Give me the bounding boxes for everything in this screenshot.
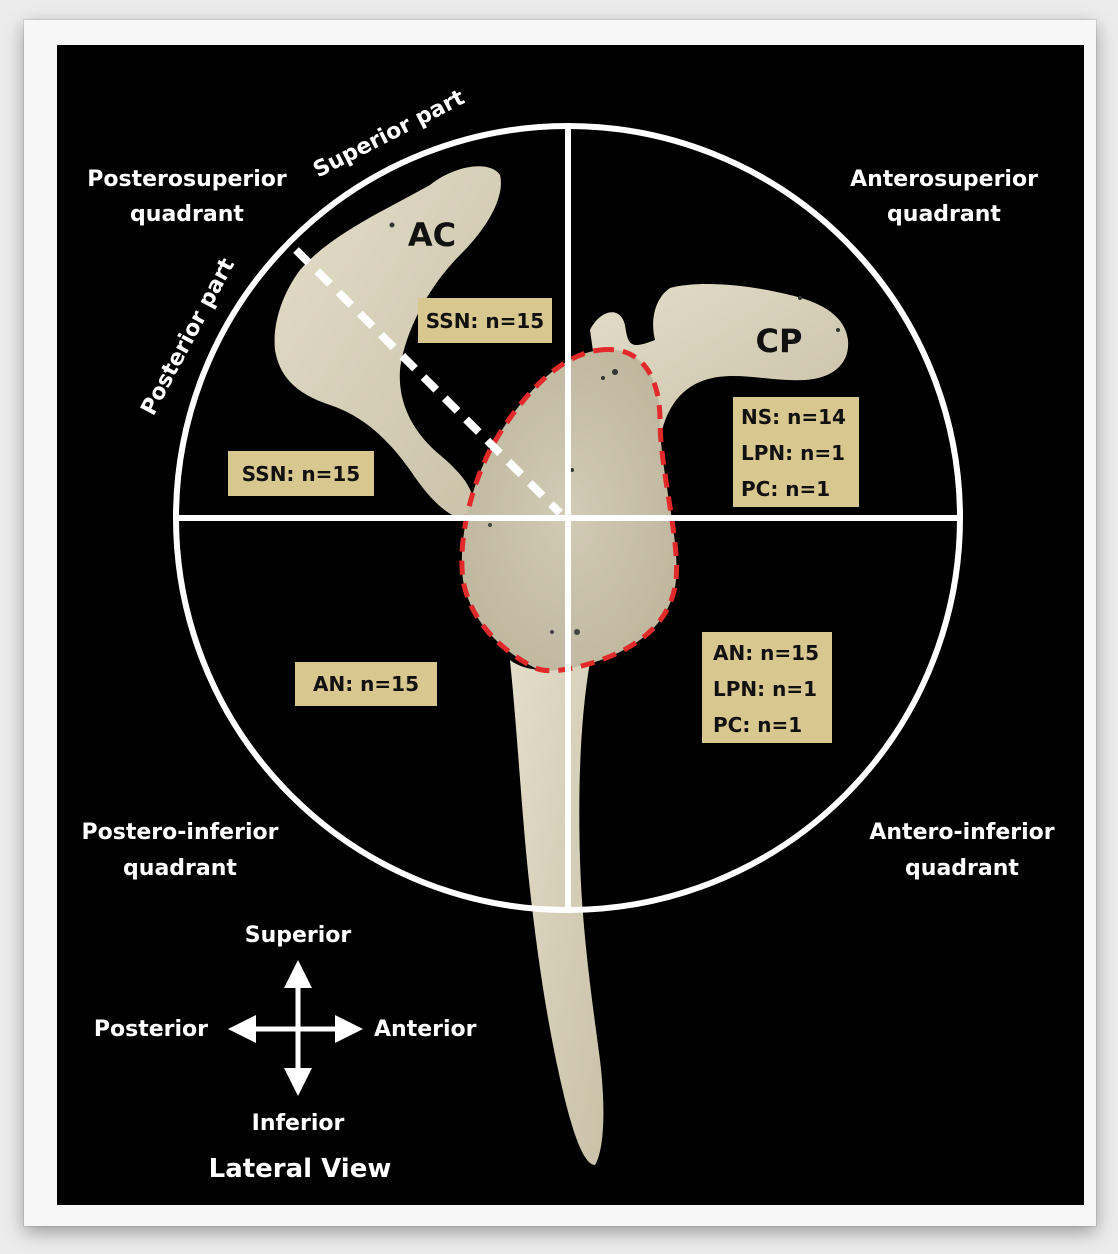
svg-text:Anterosuperior: Anterosuperior [850, 167, 1038, 192]
arrow-right-icon [335, 1015, 363, 1043]
svg-text:LPN: n=1: LPN: n=1 [741, 441, 845, 465]
box-ssn-posterior: SSN: n=15 [228, 451, 374, 496]
box-posteroinferior: AN: n=15 [295, 662, 437, 706]
box-anterosuperior: NS: n=14 LPN: n=1 PC: n=1 [733, 397, 859, 507]
arrow-left-icon [228, 1015, 256, 1043]
box-ssn-superior: SSN: n=15 [418, 298, 552, 343]
svg-text:NS: n=14: NS: n=14 [741, 405, 846, 429]
anterosuperior-quadrant-label: Anterosuperior quadrant [850, 167, 1038, 227]
anteroinferior-quadrant-label: Antero-inferior quadrant [869, 820, 1054, 881]
svg-text:Antero-inferior: Antero-inferior [869, 820, 1054, 845]
compass-anterior-label: Anterior [374, 1017, 477, 1042]
orientation-compass: Superior Inferior Posterior Anterior [94, 923, 477, 1136]
quadrant-circle [176, 126, 960, 910]
arrow-down-icon [284, 1068, 312, 1096]
arrow-up-icon [284, 960, 312, 988]
svg-text:PC: n=1: PC: n=1 [713, 713, 802, 737]
svg-text:SSN: n=15: SSN: n=15 [426, 309, 544, 333]
svg-text:SSN: n=15: SSN: n=15 [242, 462, 360, 486]
svg-text:Posterosuperior: Posterosuperior [87, 167, 287, 192]
svg-text:LPN: n=1: LPN: n=1 [713, 677, 817, 701]
compass-posterior-label: Posterior [94, 1017, 208, 1042]
posterosuperior-quadrant-label: Posterosuperior quadrant [87, 167, 287, 227]
svg-text:PC: n=1: PC: n=1 [741, 477, 830, 501]
posteroinferior-quadrant-label: Postero-inferior quadrant [82, 820, 279, 881]
compass-inferior-label: Inferior [252, 1111, 345, 1136]
coracoid-label: CP [756, 322, 803, 360]
view-title: Lateral View [209, 1154, 392, 1184]
box-anteroinferior: AN: n=15 LPN: n=1 PC: n=1 [702, 632, 832, 743]
svg-text:Postero-inferior: Postero-inferior [82, 820, 279, 845]
posterior-part-label: Posterior part [136, 254, 240, 420]
acromion-label: AC [408, 216, 456, 254]
svg-text:AN: n=15: AN: n=15 [313, 672, 419, 696]
svg-text:quadrant: quadrant [905, 856, 1019, 881]
svg-text:AN: n=15: AN: n=15 [713, 641, 819, 665]
svg-text:quadrant: quadrant [123, 856, 237, 881]
svg-text:quadrant: quadrant [887, 202, 1001, 227]
compass-superior-label: Superior [245, 923, 352, 948]
svg-text:quadrant: quadrant [130, 202, 244, 227]
